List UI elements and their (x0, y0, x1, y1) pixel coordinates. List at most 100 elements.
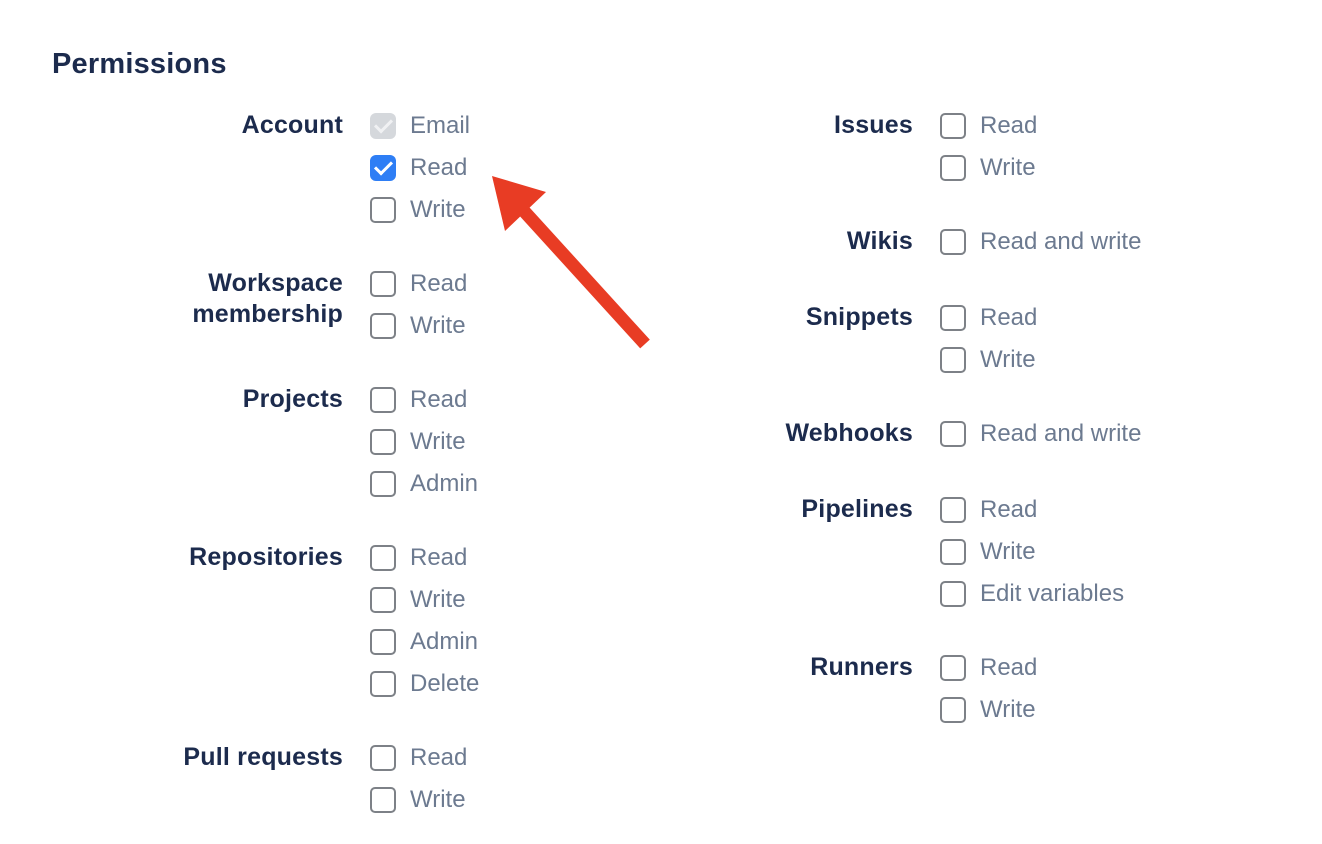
option-wikis-read-write: Read and write (940, 229, 1141, 255)
checkbox-label-account-read[interactable]: Read (410, 154, 468, 181)
checkbox-repositories-write[interactable] (370, 587, 396, 613)
checkbox-snippets-write[interactable] (940, 347, 966, 373)
permissions-column-left: Account Email Read Write Workspace membe… (143, 111, 479, 813)
group-issues: Issues Read Write (713, 111, 1141, 181)
option-repositories-admin: Admin (370, 629, 479, 655)
option-repositories-read: Read (370, 545, 479, 571)
checkbox-snippets-read[interactable] (940, 305, 966, 331)
checkbox-label-wikis-read-write[interactable]: Read and write (980, 228, 1142, 255)
checkbox-label-runners-read[interactable]: Read (980, 654, 1038, 681)
option-pipelines-read: Read (940, 497, 1124, 523)
option-projects-read: Read (370, 387, 478, 413)
group-label-runners: Runners (810, 653, 913, 681)
option-account-read: Read (370, 155, 470, 181)
checkbox-pull-requests-write[interactable] (370, 787, 396, 813)
option-pull-requests-read: Read (370, 745, 467, 771)
checkbox-pipelines-read[interactable] (940, 497, 966, 523)
checkbox-label-snippets-write[interactable]: Write (980, 346, 1036, 373)
checkbox-label-repositories-write[interactable]: Write (410, 586, 466, 613)
option-projects-admin: Admin (370, 471, 478, 497)
group-label-workspace-membership: Workspace membership (192, 269, 343, 328)
group-options-workspace-membership: Read Write (370, 271, 467, 339)
checkbox-workspace-read[interactable] (370, 271, 396, 297)
checkbox-label-workspace-write[interactable]: Write (410, 312, 466, 339)
checkbox-label-account-write[interactable]: Write (410, 196, 466, 223)
checkbox-repositories-admin[interactable] (370, 629, 396, 655)
checkbox-runners-write[interactable] (940, 697, 966, 723)
group-options-runners: Read Write (940, 655, 1037, 723)
checkbox-label-pipelines-write[interactable]: Write (980, 538, 1036, 565)
checkbox-pipelines-edit-variables[interactable] (940, 581, 966, 607)
checkbox-label-projects-admin[interactable]: Admin (410, 470, 479, 497)
checkbox-label-pull-requests-write[interactable]: Write (410, 786, 466, 813)
group-options-wikis: Read and write (940, 229, 1141, 255)
checkbox-label-projects-read[interactable]: Read (410, 386, 468, 413)
checkbox-account-email (370, 113, 396, 139)
group-wikis: Wikis Read and write (713, 227, 1141, 257)
option-workspace-read: Read (370, 271, 467, 297)
checkbox-label-pipelines-edit-variables[interactable]: Edit variables (980, 580, 1125, 607)
group-runners: Runners Read Write (713, 653, 1141, 723)
checkbox-projects-read[interactable] (370, 387, 396, 413)
checkbox-label-account-email[interactable]: Email (410, 112, 471, 139)
option-account-write: Write (370, 197, 470, 223)
group-options-issues: Read Write (940, 113, 1037, 181)
checkbox-pipelines-write[interactable] (940, 539, 966, 565)
checkbox-repositories-delete[interactable] (370, 671, 396, 697)
checkbox-label-repositories-read[interactable]: Read (410, 544, 468, 571)
option-runners-read: Read (940, 655, 1037, 681)
group-label-repositories: Repositories (189, 543, 343, 571)
option-pull-requests-write: Write (370, 787, 467, 813)
group-label-projects: Projects (242, 385, 343, 413)
option-account-email: Email (370, 113, 470, 139)
group-label-wikis: Wikis (846, 227, 913, 255)
group-label-pipelines: Pipelines (801, 495, 913, 523)
checkbox-repositories-read[interactable] (370, 545, 396, 571)
group-repositories: Repositories Read Write Admin Delete (143, 543, 479, 697)
group-options-account: Email Read Write (370, 113, 470, 223)
page-title: Permissions (52, 48, 227, 80)
checkbox-label-projects-write[interactable]: Write (410, 428, 466, 455)
group-webhooks: Webhooks Read and write (713, 419, 1141, 449)
checkbox-account-read[interactable] (370, 155, 396, 181)
option-pipelines-edit-variables: Edit variables (940, 581, 1124, 607)
checkbox-issues-read[interactable] (940, 113, 966, 139)
checkbox-projects-write[interactable] (370, 429, 396, 455)
checkbox-label-pull-requests-read[interactable]: Read (410, 744, 468, 771)
group-options-projects: Read Write Admin (370, 387, 478, 497)
checkbox-projects-admin[interactable] (370, 471, 396, 497)
group-snippets: Snippets Read Write (713, 303, 1141, 373)
checkbox-webhooks-read-write[interactable] (940, 421, 966, 447)
checkbox-issues-write[interactable] (940, 155, 966, 181)
checkbox-label-repositories-admin[interactable]: Admin (410, 628, 479, 655)
group-label-pull-requests: Pull requests (183, 743, 343, 771)
checkbox-label-issues-write[interactable]: Write (980, 154, 1036, 181)
checkbox-label-snippets-read[interactable]: Read (980, 304, 1038, 331)
checkbox-wikis-read-write[interactable] (940, 229, 966, 255)
checkbox-account-write[interactable] (370, 197, 396, 223)
checkbox-label-runners-write[interactable]: Write (980, 696, 1036, 723)
option-issues-read: Read (940, 113, 1037, 139)
group-label-webhooks: Webhooks (785, 419, 913, 447)
group-workspace-membership: Workspace membership Read Write (143, 269, 479, 339)
checkbox-runners-read[interactable] (940, 655, 966, 681)
checkbox-pull-requests-read[interactable] (370, 745, 396, 771)
option-webhooks-read-write: Read and write (940, 421, 1141, 447)
group-options-pull-requests: Read Write (370, 745, 467, 813)
option-issues-write: Write (940, 155, 1037, 181)
option-runners-write: Write (940, 697, 1037, 723)
checkbox-label-repositories-delete[interactable]: Delete (410, 670, 480, 697)
checkbox-workspace-write[interactable] (370, 313, 396, 339)
group-label-snippets: Snippets (805, 303, 913, 331)
option-snippets-write: Write (940, 347, 1037, 373)
group-pipelines: Pipelines Read Write Edit variables (713, 495, 1141, 607)
option-repositories-write: Write (370, 587, 479, 613)
group-options-webhooks: Read and write (940, 421, 1141, 447)
checkbox-label-issues-read[interactable]: Read (980, 112, 1038, 139)
checkbox-label-pipelines-read[interactable]: Read (980, 496, 1038, 523)
group-options-repositories: Read Write Admin Delete (370, 545, 479, 697)
checkbox-label-workspace-read[interactable]: Read (410, 270, 468, 297)
option-snippets-read: Read (940, 305, 1037, 331)
checkbox-label-webhooks-read-write[interactable]: Read and write (980, 420, 1142, 447)
